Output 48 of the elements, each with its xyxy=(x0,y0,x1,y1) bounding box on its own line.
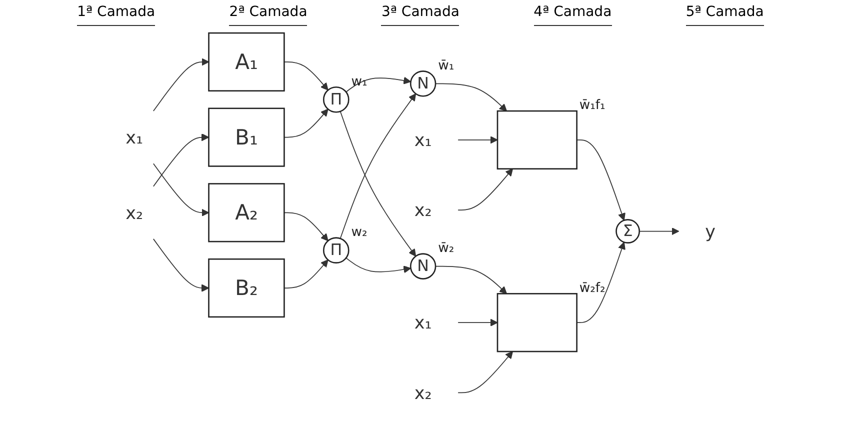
node-box: A₁ xyxy=(208,32,285,92)
node-box: B₂ xyxy=(208,258,285,318)
arrow xyxy=(284,212,328,242)
arrow xyxy=(458,168,513,210)
arrow xyxy=(638,227,680,236)
arrow xyxy=(576,139,626,221)
node-text: x₂ xyxy=(126,202,143,224)
node-box: A₂ xyxy=(208,183,285,242)
node-text: x₂ xyxy=(414,200,432,221)
node-box xyxy=(496,293,578,352)
node-annotation: w̄₂ xyxy=(438,241,454,256)
node-circle: N xyxy=(410,253,436,280)
node-box xyxy=(496,110,578,170)
node-text: x₁ xyxy=(414,129,432,150)
arrow xyxy=(284,259,328,288)
arrow xyxy=(458,351,513,394)
arrow xyxy=(152,58,210,112)
arrow xyxy=(284,62,328,90)
node-box: B₁ xyxy=(208,108,285,167)
arrow xyxy=(340,93,416,239)
node-text: x₁ xyxy=(126,126,143,148)
node-annotation: w₂ xyxy=(351,225,368,240)
node-text: x₂ xyxy=(414,382,432,404)
arrow xyxy=(152,238,210,292)
node-circle: Π xyxy=(322,86,350,113)
arrow xyxy=(458,318,498,326)
arrow xyxy=(152,133,210,187)
node-circle: Π xyxy=(322,237,350,264)
arrow xyxy=(435,266,507,294)
layer-label: 1ª Camada xyxy=(77,4,156,26)
node-circle: Σ xyxy=(616,219,640,244)
layer-label: 4ª Camada xyxy=(534,4,612,26)
layer-label: 2ª Camada xyxy=(229,4,308,26)
arrow xyxy=(458,136,498,144)
arrow xyxy=(346,258,412,274)
arrow xyxy=(340,110,416,257)
node-text: x₁ xyxy=(414,312,432,334)
arrow xyxy=(576,242,626,324)
arrow xyxy=(152,163,210,216)
arrow xyxy=(435,83,507,112)
node-annotation: w̄₁ xyxy=(438,58,454,74)
node-circle: N xyxy=(410,70,436,97)
node-annotation: w̄₁f₁ xyxy=(579,98,606,114)
layer-label: 5ª Camada xyxy=(686,4,764,26)
arrow xyxy=(284,108,328,138)
layer-label: 3ª Camada xyxy=(381,4,460,26)
node-annotation: w̄₂f₂ xyxy=(579,280,606,296)
node-text: y xyxy=(705,220,716,242)
